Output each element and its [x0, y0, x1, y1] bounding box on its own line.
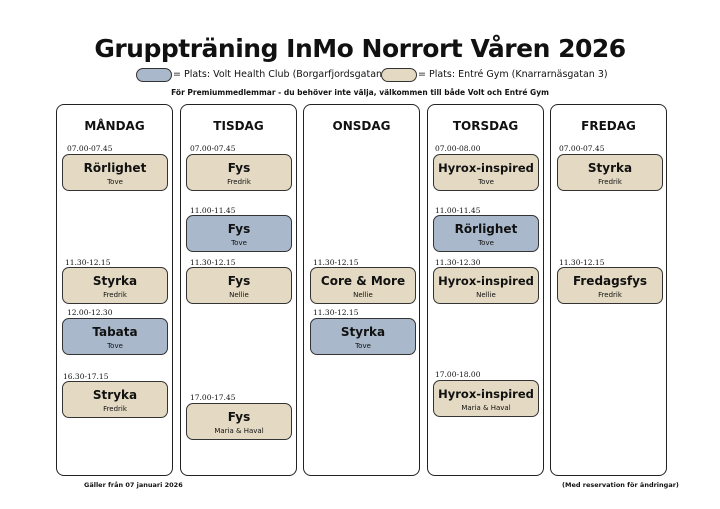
session-time: 07.00-07.45 — [559, 144, 605, 153]
session-card[interactable]: Fys Nellie — [186, 267, 292, 304]
session-time: 12.00-12.30 — [67, 308, 113, 317]
session-trainer: Fredrik — [598, 178, 622, 186]
session-time: 11.00-11.45 — [190, 206, 236, 215]
session-card[interactable]: Styrka Fredrik — [62, 267, 168, 304]
day-title: ONSDAG — [332, 119, 391, 133]
session-time: 07.00-07.45 — [67, 144, 113, 153]
legend-swatch-volt — [136, 68, 172, 82]
session-trainer: Fredrik — [103, 405, 127, 413]
session-name: Hyrox-inspired — [438, 161, 534, 175]
session-name: Hyrox-inspired — [438, 387, 534, 401]
session-time: 11.30-12.15 — [65, 258, 111, 267]
session-time: 11.30-12.15 — [190, 258, 236, 267]
session-name: Fys — [227, 161, 251, 175]
session-trainer: Tove — [107, 342, 123, 350]
session-card[interactable]: Styrka Tove — [310, 318, 416, 355]
session-name: Styrka — [92, 274, 138, 288]
session-name: Stryka — [92, 388, 138, 402]
session-name: Rörlighet — [83, 161, 147, 175]
session-trainer: Tove — [107, 178, 123, 186]
session-card[interactable]: Hyrox-inspired Nellie — [433, 267, 539, 304]
day-title: MÅNDAG — [84, 119, 145, 133]
day-column-thursday: TORSDAG 07.00-08.00 Hyrox-inspired Tove … — [427, 104, 544, 476]
session-card[interactable]: Fredagsfys Fredrik — [557, 267, 663, 304]
day-title: TORSDAG — [452, 119, 519, 133]
session-name: Fys — [227, 222, 251, 236]
session-trainer: Tove — [478, 239, 494, 247]
legend: = Plats: Volt Health Club (Borgarfjordsg… — [0, 68, 720, 84]
session-name: Core & More — [320, 274, 406, 288]
session-time: 11.30-12.30 — [435, 258, 481, 267]
session-time: 16.30-17.15 — [63, 372, 109, 381]
session-trainer: Fredrik — [598, 291, 622, 299]
session-trainer: Tove — [478, 178, 494, 186]
session-card[interactable]: Styrka Fredrik — [557, 154, 663, 191]
session-card[interactable]: Hyrox-inspired Maria & Haval — [433, 380, 539, 417]
session-time: 07.00-07.45 — [190, 144, 236, 153]
session-card[interactable]: Fys Tove — [186, 215, 292, 252]
session-time: 17.00-17.45 — [190, 393, 236, 402]
legend-label-volt: = Plats: Volt Health Club (Borgarfjordsg… — [173, 69, 401, 80]
session-name: Fys — [227, 410, 251, 424]
session-name: Styrka — [587, 161, 633, 175]
session-time: 11.30-12.15 — [559, 258, 605, 267]
day-title: FREDAG — [581, 119, 636, 133]
session-card[interactable]: Hyrox-inspired Tove — [433, 154, 539, 191]
legend-swatch-entre — [381, 68, 417, 82]
day-title: TISDAG — [213, 119, 264, 133]
session-time: 11.30-12.15 — [313, 258, 359, 267]
session-card[interactable]: Rörlighet Tove — [433, 215, 539, 252]
premium-note: För Premiummedlemmar - du behöver inte v… — [171, 88, 549, 97]
session-trainer: Maria & Haval — [461, 404, 511, 412]
session-card[interactable]: Tabata Tove — [62, 318, 168, 355]
session-name: Styrka — [340, 325, 386, 339]
session-trainer: Maria & Haval — [214, 427, 264, 435]
day-column-friday: FREDAG 07.00-07.45 Styrka Fredrik 11.30-… — [550, 104, 667, 476]
session-name: Tabata — [92, 325, 138, 339]
session-name: Fredagsfys — [572, 274, 648, 288]
session-name: Hyrox-inspired — [438, 274, 534, 288]
session-trainer: Fredrik — [103, 291, 127, 299]
day-column-monday: MÅNDAG 07.00-07.45 Rörlighet Tove 11.30-… — [56, 104, 173, 476]
session-trainer: Fredrik — [227, 178, 251, 186]
session-trainer: Nellie — [229, 291, 249, 299]
session-card[interactable]: Core & More Nellie — [310, 267, 416, 304]
day-column-tuesday: TISDAG 07.00-07.45 Fys Fredrik 11.00-11.… — [180, 104, 297, 476]
session-trainer: Tove — [355, 342, 371, 350]
session-trainer: Nellie — [353, 291, 373, 299]
page-title: Gruppträning InMo Norrort Våren 2026 — [94, 34, 626, 63]
session-trainer: Tove — [231, 239, 247, 247]
session-time: 07.00-08.00 — [435, 144, 481, 153]
session-card[interactable]: Rörlighet Tove — [62, 154, 168, 191]
session-time: 11.00-11.45 — [435, 206, 481, 215]
session-card[interactable]: Fys Maria & Haval — [186, 403, 292, 440]
session-name: Fys — [227, 274, 251, 288]
session-card[interactable]: Fys Fredrik — [186, 154, 292, 191]
reservation-note: (Med reservation för ändringar) — [562, 481, 679, 489]
valid-from-note: Gäller från 07 januari 2026 — [84, 481, 183, 489]
session-card[interactable]: Stryka Fredrik — [62, 381, 168, 418]
legend-label-entre: = Plats: Entré Gym (Knarrarnäsgatan 3) — [418, 69, 608, 80]
session-name: Rörlighet — [454, 222, 518, 236]
session-trainer: Nellie — [476, 291, 496, 299]
session-time: 11.30-12.15 — [313, 308, 359, 317]
session-time: 17.00-18.00 — [435, 370, 481, 379]
day-column-wednesday: ONSDAG 11.30-12.15 Core & More Nellie 11… — [303, 104, 420, 476]
